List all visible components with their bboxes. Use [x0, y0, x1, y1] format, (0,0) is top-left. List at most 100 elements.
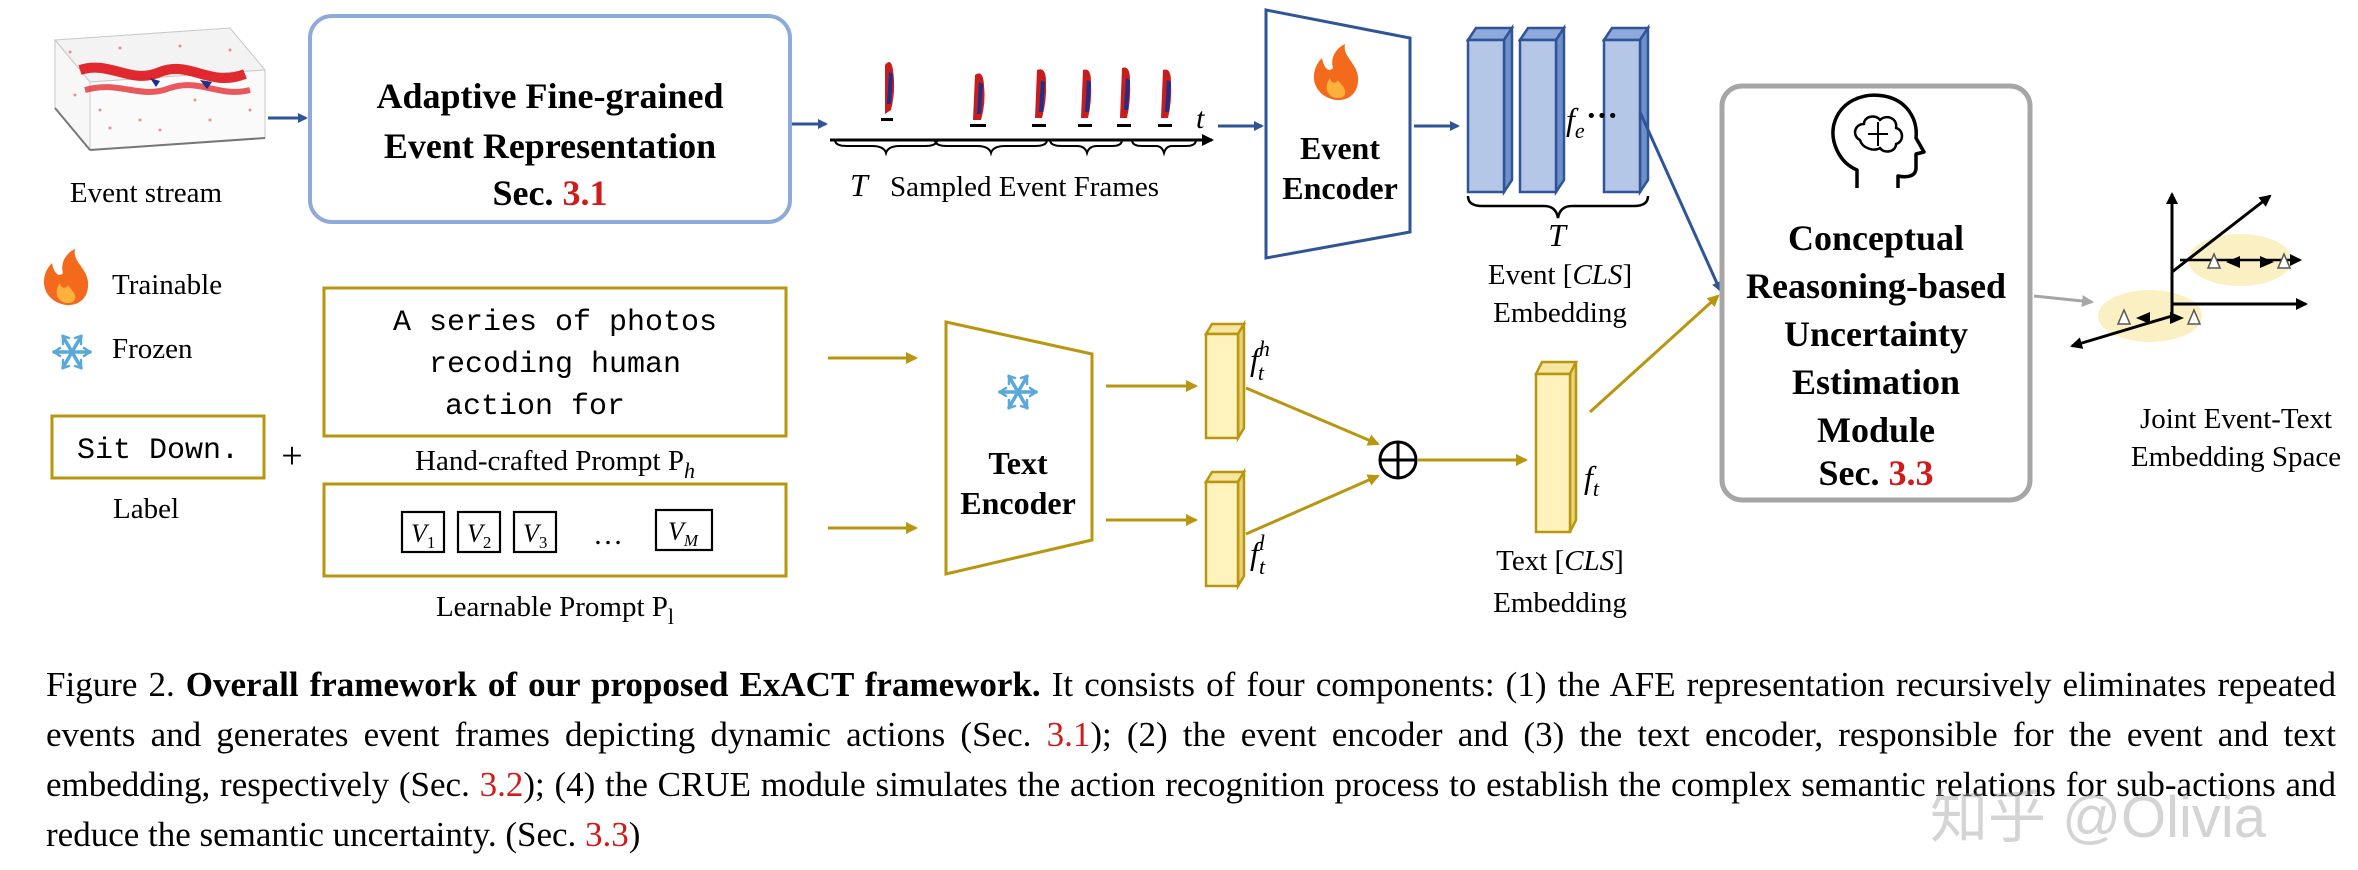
- event-embedding-label: Embedding: [1493, 297, 1627, 329]
- token-v3-v: V: [523, 519, 542, 548]
- event-encoder-line1: Event: [1300, 130, 1380, 166]
- frames-label: Sampled Event Frames: [890, 171, 1159, 203]
- plus-sign: +: [281, 435, 302, 477]
- event-stream-label: Event stream: [70, 177, 223, 209]
- legend-trainable: Trainable: [112, 269, 222, 301]
- arrow-event-to-crue: [1638, 111, 1722, 292]
- caption-part4: ): [628, 815, 641, 854]
- crue-sec-prefix: Sec.: [1819, 453, 1889, 493]
- frames-T: T: [850, 167, 870, 203]
- text-cls-post: ]: [1614, 545, 1624, 577]
- event-cls-post: ]: [1622, 259, 1632, 291]
- hand-prompt-box: [322, 286, 788, 438]
- token-v2-v: V: [467, 519, 486, 548]
- afe-title-line1: Adaptive Fine-grained: [377, 76, 724, 116]
- text-cls-label: Text [CLS]: [1496, 545, 1624, 577]
- crue-line2: Reasoning-based: [1746, 266, 2006, 306]
- fire-icon: [1313, 44, 1359, 101]
- text-encoder-line1: Text: [988, 445, 1048, 481]
- caption-ref-3-3[interactable]: 3.3: [585, 815, 629, 854]
- token-vm-v: V: [668, 517, 687, 546]
- fth-bar: [1203, 319, 1247, 443]
- fire-icon: [43, 249, 89, 306]
- text-encoder-box: [944, 320, 1094, 576]
- brain-head-icon: [1831, 93, 1926, 188]
- hand-prompt-label: Hand-crafted Prompt Ph: [415, 445, 695, 483]
- arrow-fth-to-sum: [1245, 386, 1380, 446]
- arrow-ftl-to-sum: [1245, 474, 1380, 536]
- joint-embedding-space: [2070, 192, 2308, 349]
- text-cls-pre: Text [: [1496, 545, 1564, 577]
- token-v3: V3: [523, 519, 547, 552]
- sampled-event-frames: [881, 61, 1172, 127]
- learn-prompt-label-main: Learnable Prompt P: [436, 591, 668, 623]
- ft-bar: [1533, 360, 1579, 534]
- learnable-token-boxes: [400, 508, 714, 554]
- hand-prompt-label-main: Hand-crafted Prompt P: [415, 445, 684, 477]
- text-embedding-label: Embedding: [1493, 587, 1627, 619]
- text-encoder-line2: Encoder: [960, 485, 1076, 521]
- ft-sub: t: [1593, 476, 1600, 501]
- token-v1-sub: 1: [427, 533, 436, 552]
- caption-part3: ); (4) the CRUE module simulates the act…: [46, 765, 2337, 854]
- learn-prompt-label-sub: l: [668, 604, 674, 629]
- ftl-bar: [1203, 467, 1247, 591]
- hand-prompt-line2: recoding human: [429, 348, 681, 382]
- fth-sup: h: [1259, 336, 1270, 361]
- arrow-ft-to-crue: [1588, 294, 1720, 414]
- frame-brace-4: [1131, 139, 1197, 157]
- caption-part1: It consists of four components: (1) the …: [46, 665, 2336, 754]
- event-embedding-bars: [1465, 23, 1651, 197]
- event-cls-label: Event [CLS]: [1488, 259, 1632, 291]
- token-v3-sub: 3: [539, 533, 548, 552]
- crue-sec-ref: Sec. 3.3: [1819, 453, 1934, 493]
- event-encoder-line2: Encoder: [1282, 170, 1398, 206]
- crue-line5: Module: [1817, 410, 1935, 450]
- ftl-sup: l: [1259, 530, 1265, 555]
- frame-brace-2: [934, 139, 1048, 157]
- snowflake-icon: [997, 374, 1039, 410]
- frame-brace-1: [834, 139, 938, 157]
- crue-box: [1719, 83, 2033, 503]
- caption-ref-3-1[interactable]: 3.1: [1046, 715, 1091, 754]
- fth-sub: t: [1258, 360, 1265, 385]
- crue-sec-num: 3.3: [1888, 453, 1933, 493]
- crue-line1: Conceptual: [1788, 218, 1964, 258]
- frame-brace-3: [1049, 139, 1123, 157]
- caption-bold: Overall framework of our proposed ExACT …: [185, 665, 1041, 704]
- token-v2: V2: [467, 519, 491, 552]
- hand-prompt-line3: action for: [445, 390, 625, 424]
- ftl-sub: t: [1259, 554, 1266, 579]
- embed-brace: [1466, 195, 1650, 219]
- joint-space-line2: Embedding Space: [2131, 441, 2341, 473]
- figure-caption: Figure 2. Overall framework of our propo…: [46, 660, 2336, 860]
- token-ellipsis: …: [593, 518, 623, 551]
- crue-line3: Uncertainty: [1784, 314, 1968, 354]
- fe-label: fe: [1566, 101, 1585, 143]
- caption-prefix: Figure 2.: [46, 665, 186, 704]
- fe-dots: ···: [1586, 97, 1618, 133]
- ft-label: ft: [1584, 459, 1600, 501]
- token-v2-sub: 2: [483, 533, 492, 552]
- afe-sec-num: 3.1: [562, 173, 607, 213]
- crue-line4: Estimation: [1792, 362, 1960, 402]
- snowflake-icon: [51, 334, 93, 370]
- label-box: [50, 414, 266, 480]
- caption-ref-3-2[interactable]: 3.2: [479, 765, 524, 804]
- token-v1-v: V: [411, 519, 430, 548]
- label-caption: Label: [113, 493, 179, 525]
- text-cls-italic: CLS: [1564, 545, 1614, 577]
- fe-sub: e: [1575, 118, 1585, 143]
- event-cls-pre: Event [: [1488, 259, 1573, 291]
- token-vm-sub: M: [683, 531, 699, 550]
- afe-box: [308, 14, 792, 224]
- arrow-crue-to-joint: [2033, 294, 2094, 307]
- afe-sec-ref: Sec. 3.1: [493, 173, 608, 213]
- legend-frozen: Frozen: [112, 333, 193, 365]
- token-v1: V1: [411, 519, 435, 552]
- afe-sec-prefix: Sec.: [493, 173, 563, 213]
- event-encoder-box: [1264, 8, 1412, 260]
- sum-operator: [1378, 440, 1418, 480]
